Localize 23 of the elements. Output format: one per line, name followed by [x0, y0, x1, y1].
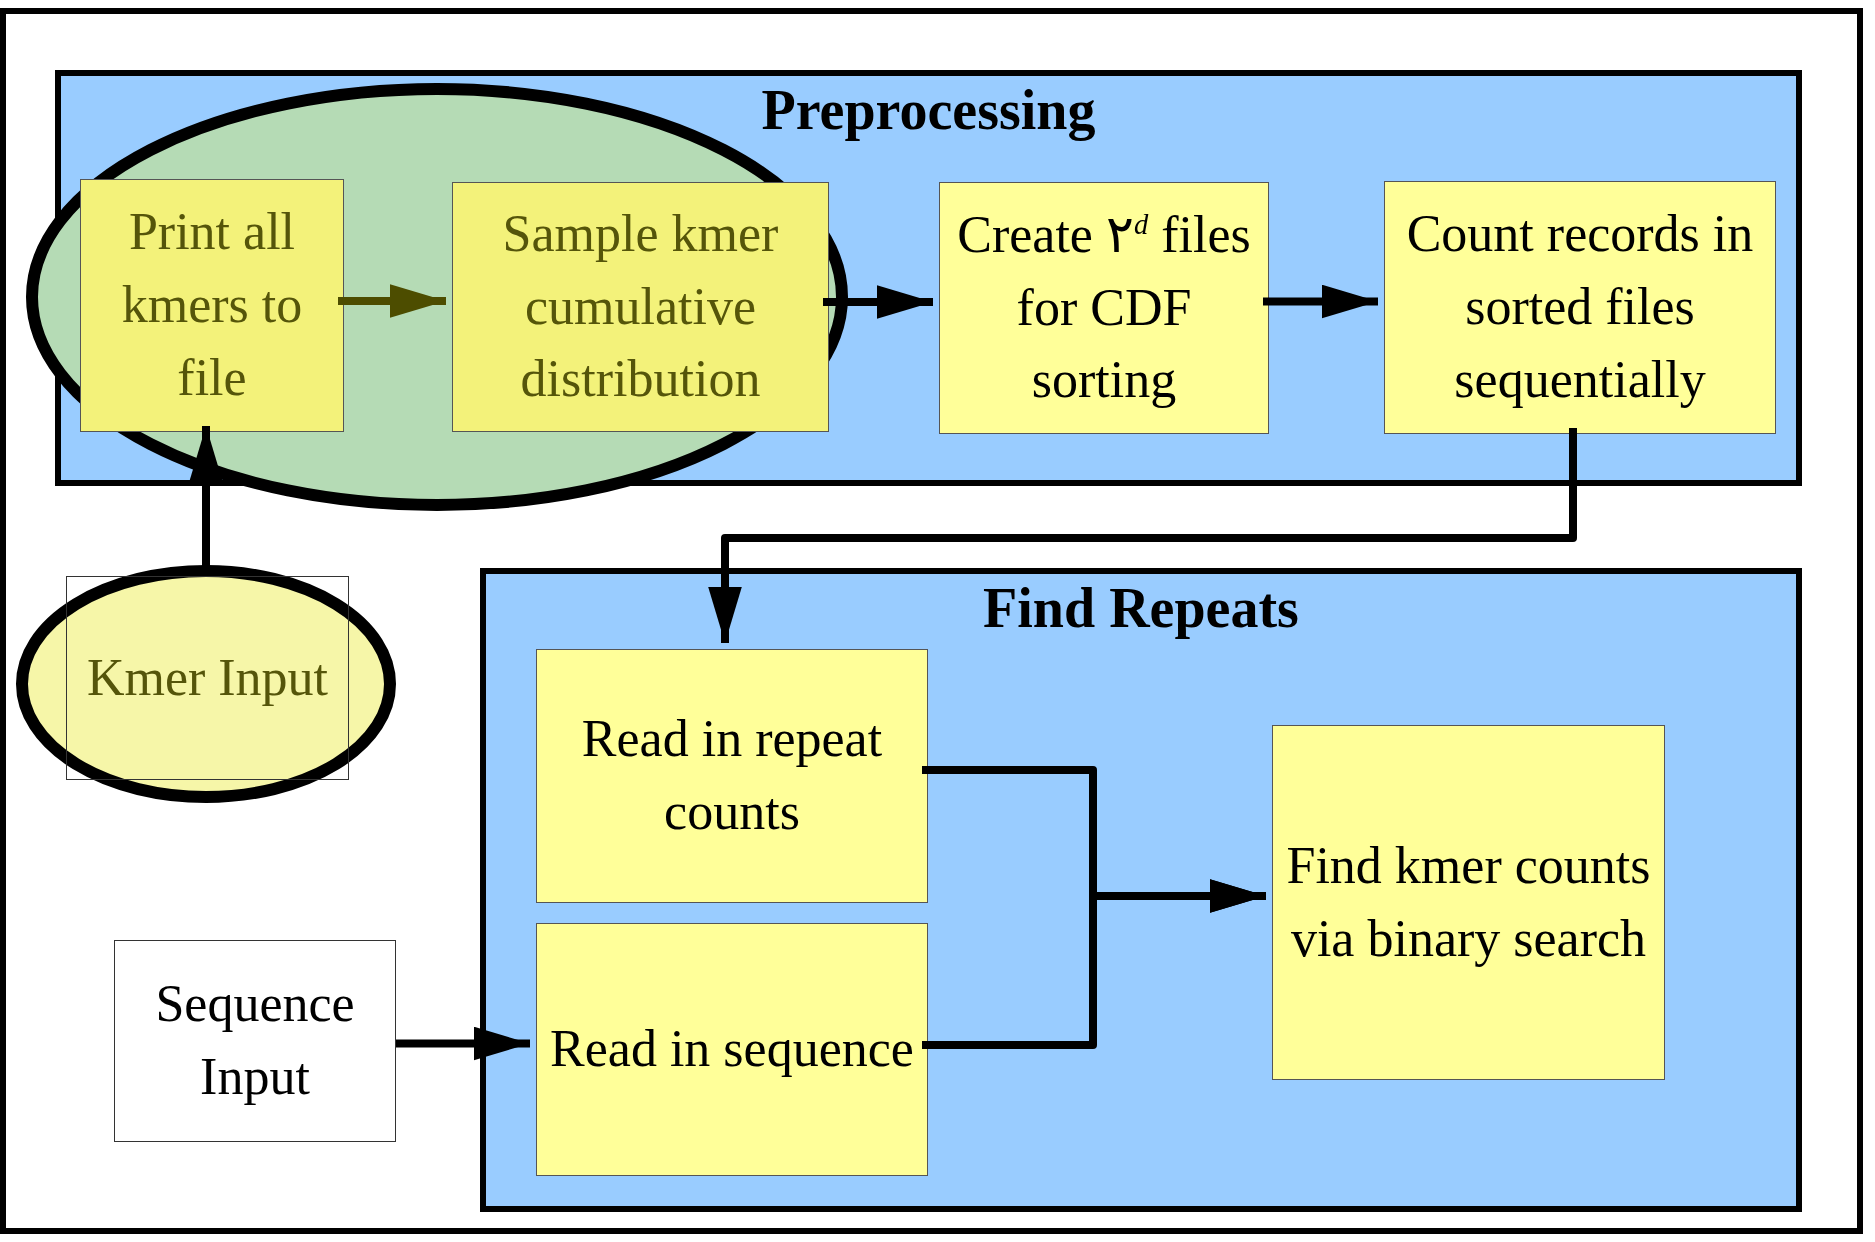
box-label: Sample kmer cumulative distribution: [501, 203, 780, 410]
box-label: Count records in sorted files sequentially: [1405, 204, 1755, 410]
arrow: [708, 428, 1577, 643]
process-box: [80, 179, 344, 432]
process-box: [536, 923, 928, 1176]
box-label: Print all kmers to file: [120, 202, 304, 408]
box-label: Read in repeat counts: [580, 709, 884, 842]
box-label: Kmer Input: [86, 647, 329, 708]
process-box: [536, 649, 928, 903]
arrow: [396, 1026, 530, 1061]
box-label: Find kmer counts via binary search: [1285, 835, 1652, 969]
input-box: [66, 576, 349, 780]
box-label: Sequence Input: [154, 974, 356, 1107]
process-box: [1384, 181, 1776, 434]
process-box: [939, 182, 1269, 434]
process-box: [1272, 725, 1665, 1080]
arrow: [823, 285, 933, 319]
panel-title: Find Repeats: [982, 578, 1300, 640]
panel-title: Preprocessing: [760, 80, 1097, 142]
process-box: [452, 182, 829, 432]
input-box: [114, 940, 396, 1142]
box-label: Read in sequence: [550, 1019, 914, 1080]
group-panel: [480, 568, 1802, 1212]
